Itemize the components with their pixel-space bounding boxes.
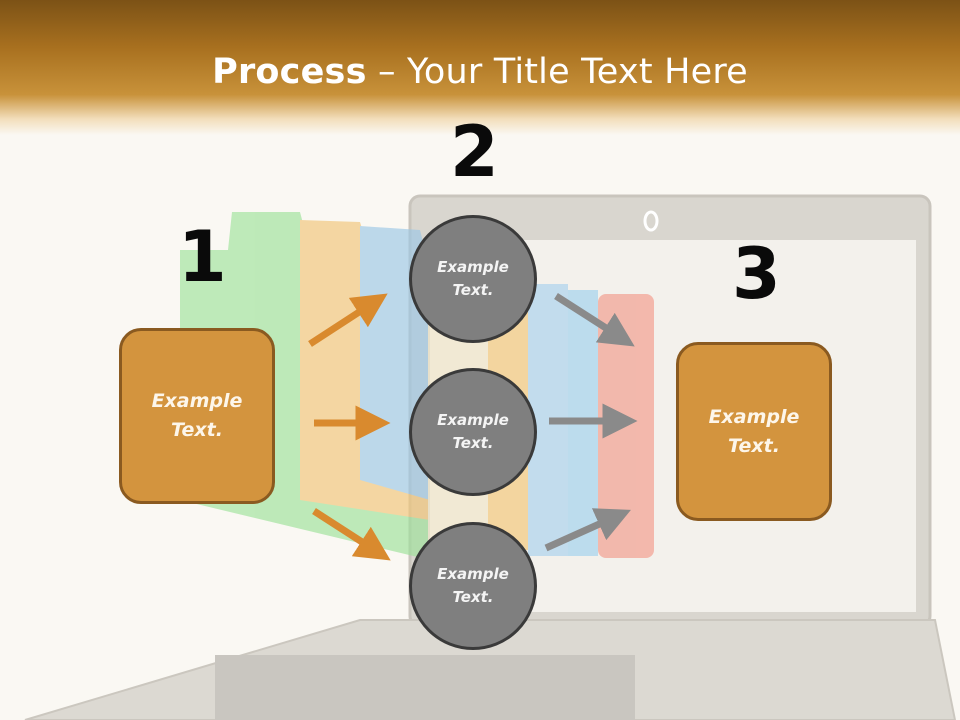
circle-middle-line1: Example bbox=[437, 411, 509, 429]
arrow-1-to-top bbox=[308, 293, 388, 347]
circle-bottom-line2: Text. bbox=[452, 588, 494, 606]
circle-top-line2: Text. bbox=[452, 281, 494, 299]
title-bar bbox=[0, 0, 960, 135]
step-number-2: 2 bbox=[450, 111, 499, 193]
step-number-3: 3 bbox=[732, 233, 781, 315]
step-number-1: 1 bbox=[178, 216, 227, 298]
orange-arrows bbox=[308, 293, 391, 561]
circle-middle-line2: Text. bbox=[452, 434, 494, 452]
title-bold: Process bbox=[212, 52, 367, 92]
left-box-line1: Example bbox=[151, 390, 243, 412]
arrow-1-to-bottom bbox=[312, 508, 391, 561]
right-box-line1: Example bbox=[708, 405, 800, 428]
left-box-line2: Text. bbox=[171, 419, 223, 441]
title-rest: – Your Title Text Here bbox=[366, 52, 748, 92]
circle-bottom-line1: Example bbox=[437, 565, 509, 583]
right-box-line2: Text. bbox=[728, 434, 780, 457]
gray-arrows bbox=[544, 293, 638, 552]
slide-title: Process – Your Title Text Here bbox=[0, 52, 960, 92]
circle-top-line1: Example bbox=[437, 258, 509, 276]
arrow-bottom-to-3 bbox=[544, 508, 631, 552]
arrow-top-to-3 bbox=[554, 293, 635, 347]
